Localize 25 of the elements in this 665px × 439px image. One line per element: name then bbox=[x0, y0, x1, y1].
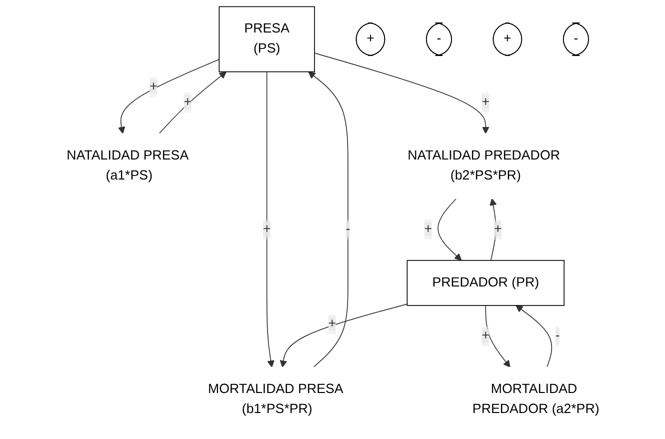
edge-label: + bbox=[328, 316, 336, 331]
arrow bbox=[438, 198, 462, 261]
edge-label: + bbox=[482, 95, 490, 110]
arrow bbox=[490, 198, 497, 261]
arrow bbox=[280, 304, 408, 368]
node-text: NATALIDAD PRESA (a1*PS) bbox=[66, 148, 188, 183]
edge-label: + bbox=[150, 80, 158, 94]
node-text: MORTALIDAD PREDADOR (a2*PR) bbox=[472, 382, 600, 416]
edge-label: - bbox=[555, 328, 560, 344]
node-text: MORTALIDAD PRESA (b1*PS*PR) bbox=[208, 382, 343, 416]
node-text: NATALIDAD PREDADOR (b2*PS*PR) bbox=[408, 148, 560, 183]
edge-label: + bbox=[184, 95, 192, 110]
arrow bbox=[308, 71, 348, 368]
arrow bbox=[485, 305, 510, 368]
arrow bbox=[158, 71, 227, 134]
node-box: PRESA (PS) bbox=[218, 6, 315, 72]
arrow bbox=[516, 305, 552, 368]
node-box: PREDADOR (PR) bbox=[406, 260, 565, 306]
arrow bbox=[118, 58, 220, 134]
edge-label: + bbox=[262, 222, 271, 236]
edge-label: + bbox=[482, 328, 490, 344]
edge-label: - bbox=[346, 222, 350, 236]
edge-label: + bbox=[494, 222, 502, 236]
edge-label: + bbox=[424, 222, 432, 236]
arrow bbox=[266, 71, 274, 368]
